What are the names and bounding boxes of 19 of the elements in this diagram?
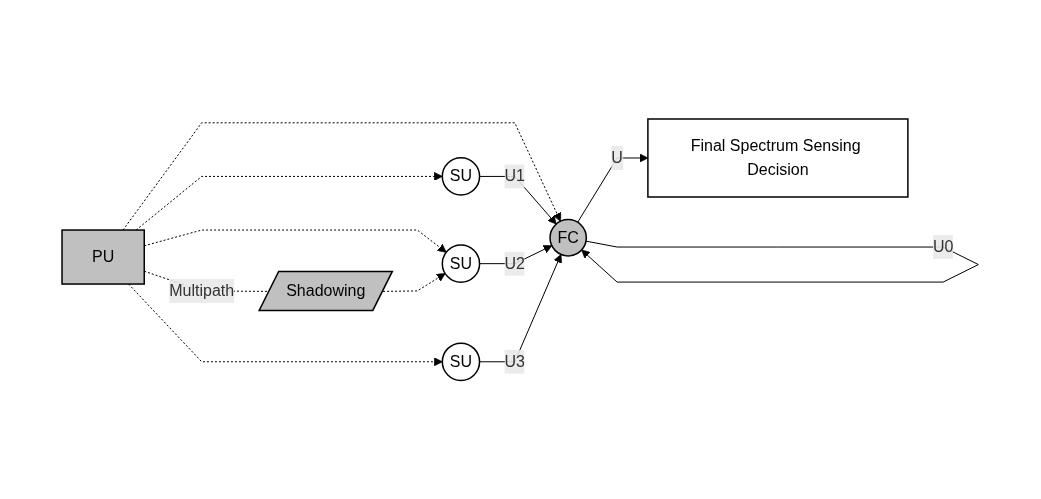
- edge-label: U0: [933, 237, 954, 255]
- arrow: [122, 122, 562, 231]
- arrow: [479, 245, 553, 264]
- arrow: [577, 153, 649, 223]
- arrow: [581, 240, 980, 283]
- arrow: [479, 253, 563, 363]
- edge-label: U2: [504, 254, 526, 272]
- edge-label: U3: [504, 352, 526, 370]
- node-circle: SU: [441, 244, 481, 283]
- edge-label: U1: [504, 167, 526, 185]
- arrow: [479, 175, 557, 225]
- node-circle: SU: [441, 156, 481, 196]
- node-box: PU: [61, 229, 146, 285]
- edge-label: U: [611, 148, 624, 166]
- node-circle: SU: [441, 342, 481, 381]
- node-circle: FC: [549, 218, 588, 257]
- arrow: [382, 272, 446, 292]
- node-box: Final Spectrum Sensing Decision: [647, 118, 909, 198]
- edge-label: Multipath: [169, 281, 235, 299]
